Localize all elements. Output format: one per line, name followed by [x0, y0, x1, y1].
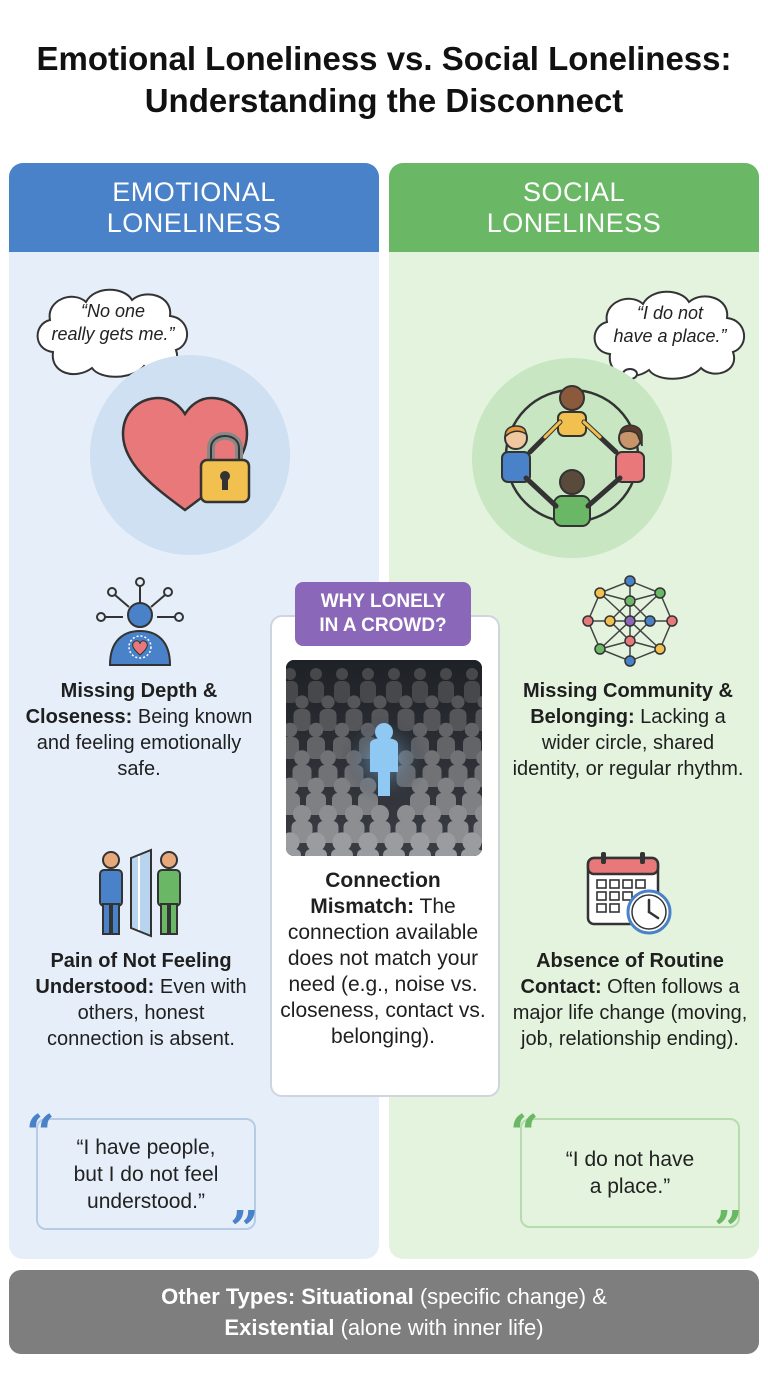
emotional-quote-box: “I have people, but I do not feel unders… [36, 1118, 256, 1230]
close-quote-icon: ” [714, 1199, 743, 1258]
page-title: Emotional Loneliness vs. Social Loneline… [0, 38, 768, 122]
social-feature-2: Absence of Routine Contact: Often follow… [512, 950, 748, 1050]
calendar-clock-icon [586, 852, 672, 935]
person-network-icon [96, 577, 184, 666]
footer-banner: Other Types: Situational (specific chang… [9, 1270, 759, 1354]
open-quote-icon: “ [26, 1103, 55, 1162]
close-quote-icon: ” [230, 1199, 259, 1258]
social-heading: SOCIAL LONELINESS [389, 163, 759, 252]
social-feature-1: Missing Community & Belonging: Lacking a… [512, 680, 744, 780]
why-lonely-badge: WHY LONELY IN A CROWD? [295, 582, 471, 646]
crowd-image [286, 660, 482, 856]
open-quote-icon: “ [510, 1103, 539, 1162]
emotional-feature-2: Pain of Not Feeling Understood: Even wit… [35, 950, 247, 1050]
people-circle-icon [501, 385, 645, 527]
center-text: Connection Mismatch: The connection avai… [280, 869, 486, 1048]
crowd-illustration [286, 660, 482, 856]
emotional-heading: EMOTIONAL LONELINESS [9, 163, 379, 252]
network-globe-icon [582, 575, 678, 667]
title-line-1: Emotional Loneliness vs. Social Loneline… [36, 40, 732, 77]
emotional-bubble-text: “No one really gets me.” [51, 301, 175, 344]
social-bubble-text: “I do not have a place.” [613, 303, 727, 346]
footer-line-2: Existential (alone with inner life) [224, 1315, 544, 1340]
social-quote-box: “I do not have a place.” [520, 1118, 740, 1228]
heart-lock-icon [121, 396, 251, 512]
emotional-feature-1: Missing Depth &Closeness: Being known an… [25, 680, 253, 780]
two-people-mirror-icon [99, 848, 181, 938]
footer-line-1: Other Types: Situational (specific chang… [161, 1284, 607, 1309]
title-line-2: Understanding the Disconnect [144, 82, 624, 119]
